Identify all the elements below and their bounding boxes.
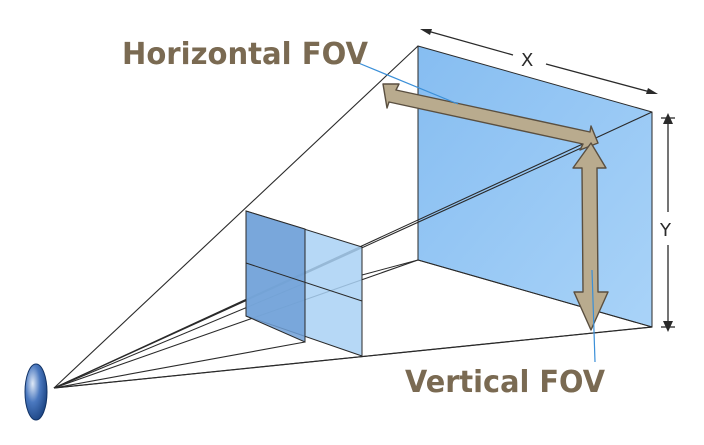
floor-left-edge: [361, 259, 419, 276]
ground-line: [53, 326, 653, 389]
vertical-fov-label: Vertical FOV: [405, 365, 606, 400]
x-dimension: [420, 29, 658, 94]
horizontal-fov-leader: [355, 61, 459, 105]
y-label: Y: [659, 220, 672, 241]
vertical-fov-leader: [591, 269, 596, 363]
near-plane-quadrant: [245, 210, 306, 343]
vertical-fov-arrow: [572, 142, 609, 331]
far-plane: [417, 45, 653, 328]
lens-icon: [24, 363, 48, 421]
x-label: X: [521, 50, 533, 71]
floor-back-edge: [417, 259, 653, 328]
near-plane-midline-h: [245, 262, 363, 302]
horizontal-fov-arrow: [382, 83, 599, 151]
y-dimension: [661, 113, 675, 332]
horizontal-fov-label: Horizontal FOV: [122, 37, 369, 72]
